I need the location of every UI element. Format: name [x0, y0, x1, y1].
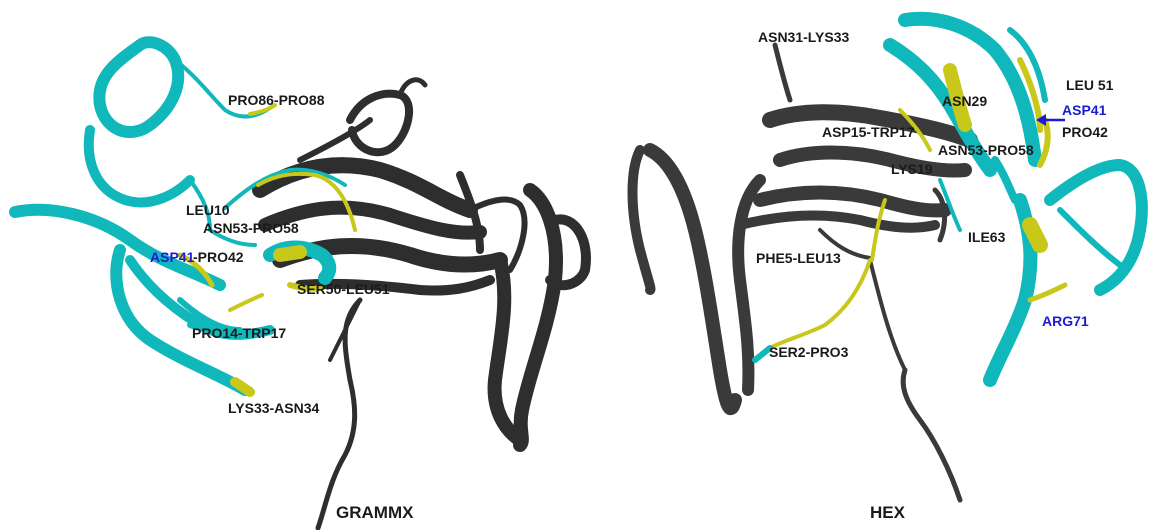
label-ser2-pro3: SER2-PRO3 [769, 345, 848, 359]
label-leu51: LEU 51 [1066, 78, 1113, 92]
panel-title-hex: HEX [870, 504, 905, 521]
label-pro14-trp17: PRO14-TRP17 [192, 326, 286, 340]
grammx-dark-chain [260, 80, 586, 528]
label-right-pro42: PRO42 [1062, 125, 1108, 139]
hex-dark-chain [633, 45, 971, 500]
label-ser50-leu51: SER50-LEU51 [297, 282, 390, 296]
label-phe5-leu13: PHE5-LEU13 [756, 251, 841, 265]
label-asn31-lys33: ASN31-LYS33 [758, 30, 849, 44]
label-arg71: ARG71 [1042, 314, 1089, 328]
label-right-asp41: ASP41 [1062, 103, 1106, 117]
label-asp15-trp17: ASP15-TRP17 [822, 125, 915, 139]
label-left-asn53-pro58: ASN53-PRO58 [203, 221, 299, 235]
panel-title-grammx: GRAMMX [336, 504, 413, 521]
label-pro86-pro88: PRO86-PRO88 [228, 93, 324, 107]
label-lys33-asn34: LYS33-ASN34 [228, 401, 319, 415]
label-leu10: LEU10 [186, 203, 230, 217]
label-left-asp41: ASP41 [150, 250, 194, 264]
label-right-asn53-pro58: ASN53-PRO58 [938, 143, 1034, 157]
label-left-pro42: -PRO42 [193, 250, 244, 264]
label-asn29: ASN29 [942, 94, 987, 108]
label-ile63: ILE63 [968, 230, 1005, 244]
label-lys19: LYS19 [891, 162, 933, 176]
